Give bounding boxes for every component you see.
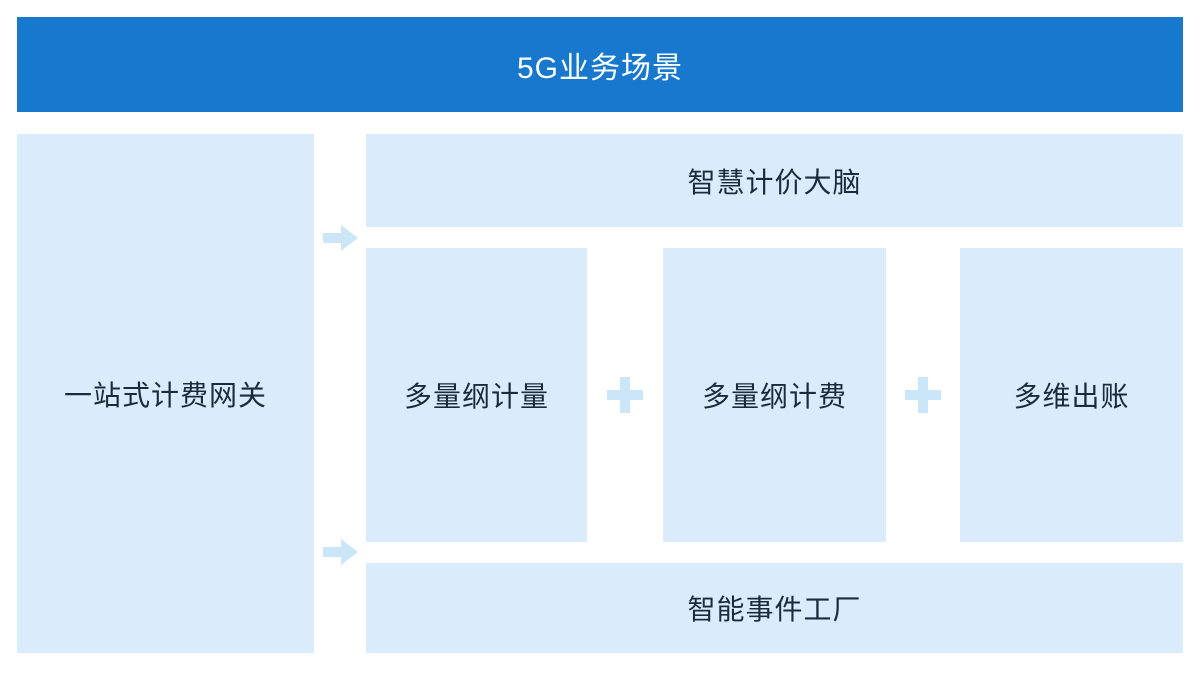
panel-multi-metering-label: 多量纲计量	[403, 381, 549, 412]
plus-icon	[886, 248, 960, 542]
plus-icon	[587, 248, 663, 542]
header-title: 5G业务场景	[516, 51, 684, 85]
arrow-right-icon	[323, 223, 358, 253]
panel-multi-invoicing: 多维出账	[960, 248, 1183, 542]
panel-event-factory: 智能事件工厂	[366, 563, 1183, 653]
plus-shape	[905, 377, 941, 413]
panel-multi-billing: 多量纲计费	[663, 248, 886, 542]
header-banner: 5G业务场景	[17, 17, 1183, 112]
panel-billing-gateway: 一站式计费网关	[17, 134, 314, 653]
panel-multi-invoicing-label: 多维出账	[1013, 381, 1130, 412]
arrow-right-icon	[323, 537, 358, 567]
panel-billing-gateway-label: 一站式计费网关	[63, 379, 267, 411]
panel-multi-metering: 多量纲计量	[366, 248, 587, 542]
panel-pricing-brain-label: 智慧计价大脑	[687, 166, 862, 198]
plus-shape	[607, 377, 643, 413]
panel-event-factory-label: 智能事件工厂	[687, 594, 862, 625]
panel-pricing-brain: 智慧计价大脑	[366, 134, 1183, 227]
panel-multi-billing-label: 多量纲计费	[701, 381, 847, 412]
